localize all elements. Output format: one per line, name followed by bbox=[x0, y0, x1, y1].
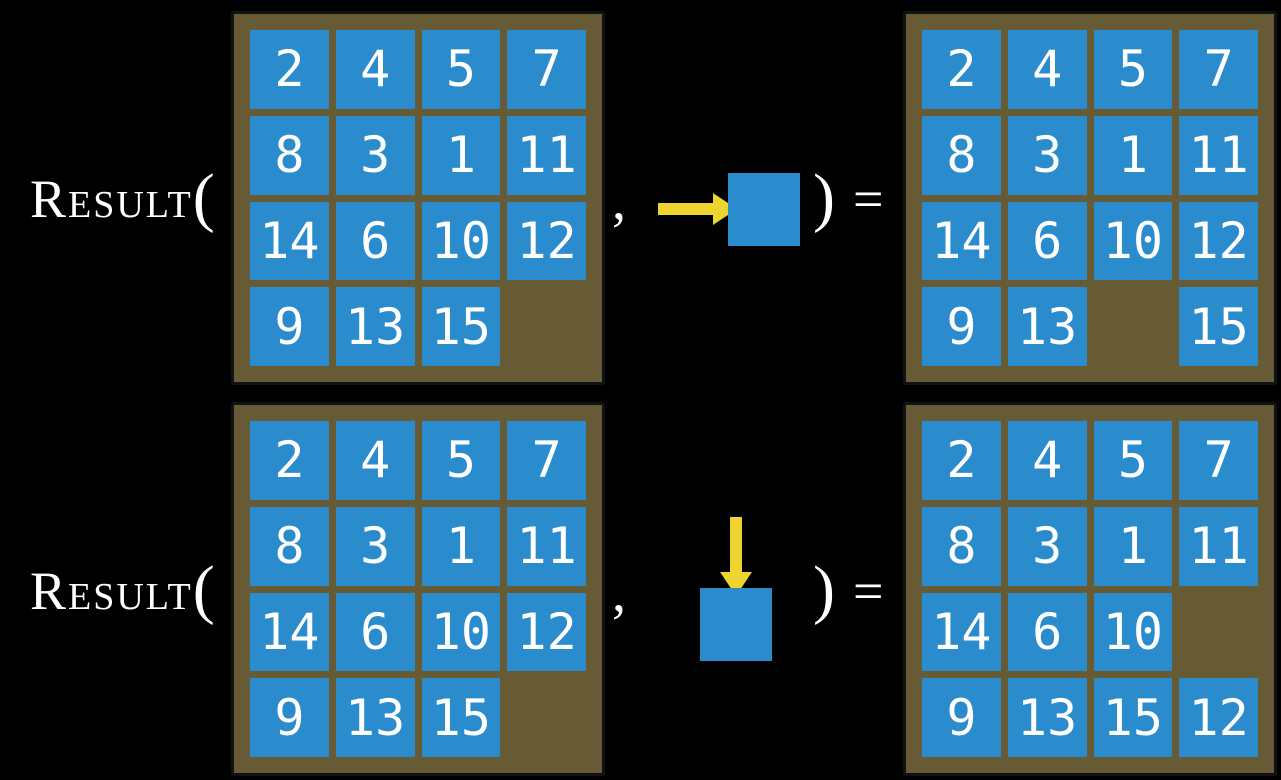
formula-right-row1: )= bbox=[813, 161, 884, 234]
tile: 12 bbox=[507, 201, 586, 281]
tile: 12 bbox=[1179, 678, 1258, 757]
tile: 11 bbox=[1179, 506, 1258, 586]
tile: 11 bbox=[507, 115, 586, 195]
tile: 11 bbox=[1179, 115, 1258, 195]
tile: 7 bbox=[1179, 421, 1258, 500]
tile: 14 bbox=[922, 592, 1001, 672]
tile: 12 bbox=[1179, 201, 1258, 281]
tile: 9 bbox=[250, 678, 329, 757]
tile: 2 bbox=[922, 421, 1001, 500]
tile: 9 bbox=[922, 678, 1001, 757]
comma: , bbox=[612, 170, 626, 232]
tile bbox=[1094, 287, 1173, 366]
tile: 8 bbox=[922, 115, 1001, 195]
tile: 15 bbox=[1179, 287, 1258, 366]
tile: 14 bbox=[922, 201, 1001, 281]
tile: 11 bbox=[507, 506, 586, 586]
tile: 13 bbox=[335, 287, 415, 366]
input-board-row2: 2 4 5 7 8 3 1 11 14 6 10 12 9 13 15 bbox=[231, 402, 605, 776]
tile: 13 bbox=[1007, 678, 1087, 757]
formula-left-row1: Result( bbox=[30, 161, 215, 234]
tile: 2 bbox=[250, 421, 329, 500]
tile: 5 bbox=[1093, 421, 1173, 500]
tile bbox=[507, 287, 586, 366]
open-paren: ( bbox=[192, 161, 215, 234]
tile: 8 bbox=[250, 506, 329, 586]
output-board-row1: 2 4 5 7 8 3 1 11 14 6 10 12 9 13 15 bbox=[903, 11, 1277, 385]
tile: 15 bbox=[421, 287, 501, 366]
tile: 5 bbox=[421, 421, 501, 500]
tile: 4 bbox=[1007, 421, 1087, 500]
tile: 6 bbox=[335, 201, 415, 281]
comma: , bbox=[612, 562, 626, 624]
tile: 13 bbox=[1007, 287, 1087, 366]
tile: 10 bbox=[421, 201, 501, 281]
moved-tile-icon bbox=[700, 588, 772, 661]
equals-sign: = bbox=[852, 561, 884, 621]
tile: 4 bbox=[335, 421, 415, 500]
comma-row2: , bbox=[612, 565, 626, 621]
tile: 9 bbox=[250, 287, 329, 366]
tile: 14 bbox=[250, 592, 329, 672]
tile: 10 bbox=[1093, 201, 1173, 281]
input-board-row1: 2 4 5 7 8 3 1 11 14 6 10 12 9 13 15 bbox=[231, 11, 605, 385]
tile: 3 bbox=[1007, 115, 1087, 195]
moved-tile-icon bbox=[728, 173, 800, 246]
tile: 3 bbox=[1007, 506, 1087, 586]
tile: 1 bbox=[421, 506, 501, 586]
tile: 6 bbox=[1007, 592, 1087, 672]
tile: 1 bbox=[421, 115, 501, 195]
close-paren: ) bbox=[813, 553, 835, 626]
tile: 7 bbox=[507, 30, 586, 109]
function-name: Result bbox=[30, 169, 193, 229]
tile: 4 bbox=[335, 30, 415, 109]
tile: 9 bbox=[922, 287, 1001, 366]
tile: 3 bbox=[335, 506, 415, 586]
tile: 4 bbox=[1007, 30, 1087, 109]
close-paren: ) bbox=[813, 161, 835, 234]
formula-right-row2: )= bbox=[813, 553, 884, 626]
tile: 2 bbox=[250, 30, 329, 109]
tile: 5 bbox=[1093, 30, 1173, 109]
tile: 8 bbox=[250, 115, 329, 195]
tile: 1 bbox=[1093, 115, 1173, 195]
tile: 10 bbox=[1093, 592, 1173, 672]
tile bbox=[1179, 593, 1258, 672]
tile: 2 bbox=[922, 30, 1001, 109]
function-name: Result bbox=[30, 561, 193, 621]
formula-left-row2: Result( bbox=[30, 553, 215, 626]
tile: 13 bbox=[335, 678, 415, 757]
tile: 10 bbox=[421, 592, 501, 672]
tile: 6 bbox=[1007, 201, 1087, 281]
output-board-row2: 2 4 5 7 8 3 1 11 14 6 10 9 13 15 12 bbox=[903, 402, 1277, 776]
arrow-right-icon bbox=[658, 193, 737, 225]
open-paren: ( bbox=[192, 553, 215, 626]
tile: 1 bbox=[1093, 506, 1173, 586]
tile: 8 bbox=[922, 506, 1001, 586]
tile: 12 bbox=[507, 592, 586, 672]
tile: 3 bbox=[335, 115, 415, 195]
tile: 15 bbox=[421, 678, 501, 757]
tile: 7 bbox=[1179, 30, 1258, 109]
tile: 14 bbox=[250, 201, 329, 281]
tile: 5 bbox=[421, 30, 501, 109]
tile bbox=[507, 678, 586, 757]
tile: 7 bbox=[507, 421, 586, 500]
comma-row1: , bbox=[612, 173, 626, 229]
tile: 15 bbox=[1093, 678, 1173, 757]
equals-sign: = bbox=[852, 169, 884, 229]
tile: 6 bbox=[335, 592, 415, 672]
arrow-down-icon bbox=[720, 517, 752, 596]
